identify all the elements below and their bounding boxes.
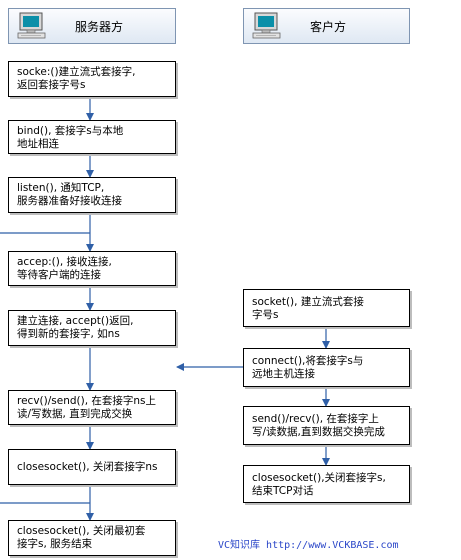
server-header: 服务器方 <box>8 8 176 44</box>
client-step-closesocket: closesocket(),关闭套接字s, 结束TCP对话 <box>243 465 410 503</box>
computer-icon <box>252 12 281 39</box>
server-step-socket: socke:()建立流式套接字, 返回套接字号s <box>8 61 176 97</box>
client-header: 客户方 <box>243 8 410 44</box>
client-step-socket: socket(), 建立流式套接 字号s <box>243 289 410 327</box>
server-step-closesocket-s: closesocket(), 关闭最初套 接字s, 服务结束 <box>8 520 176 556</box>
client-header-title: 客户方 <box>310 19 347 34</box>
server-step-closesocket-ns: closesocket(), 关闭套接字ns <box>8 449 176 485</box>
server-header-title: 服务器方 <box>75 19 124 34</box>
footer-watermark: VC知识库 http://www.VCKBASE.com <box>218 540 399 551</box>
server-step-listen: listen(), 通知TCP, 服务器准备好接收连接 <box>8 177 176 213</box>
server-step-bind: bind(), 套接字s与本地 地址相连 <box>8 120 176 154</box>
server-step-accept: accep:(), 接收连接, 等待客户端的连接 <box>8 251 176 286</box>
client-step-send-recv: send()/recv(), 在套接字上 写/读数据,直到数据交换完成 <box>243 406 410 445</box>
server-step-connected: 建立连接, accept()返回, 得到新的套接字, 如ns <box>8 310 176 346</box>
client-step-connect: connect(),将套接字s与 远地主机连接 <box>243 348 410 387</box>
computer-icon <box>17 12 46 39</box>
server-step-recv-send: recv()/send(), 在套接字ns上 读/写数据, 直到完成交换 <box>8 390 176 425</box>
